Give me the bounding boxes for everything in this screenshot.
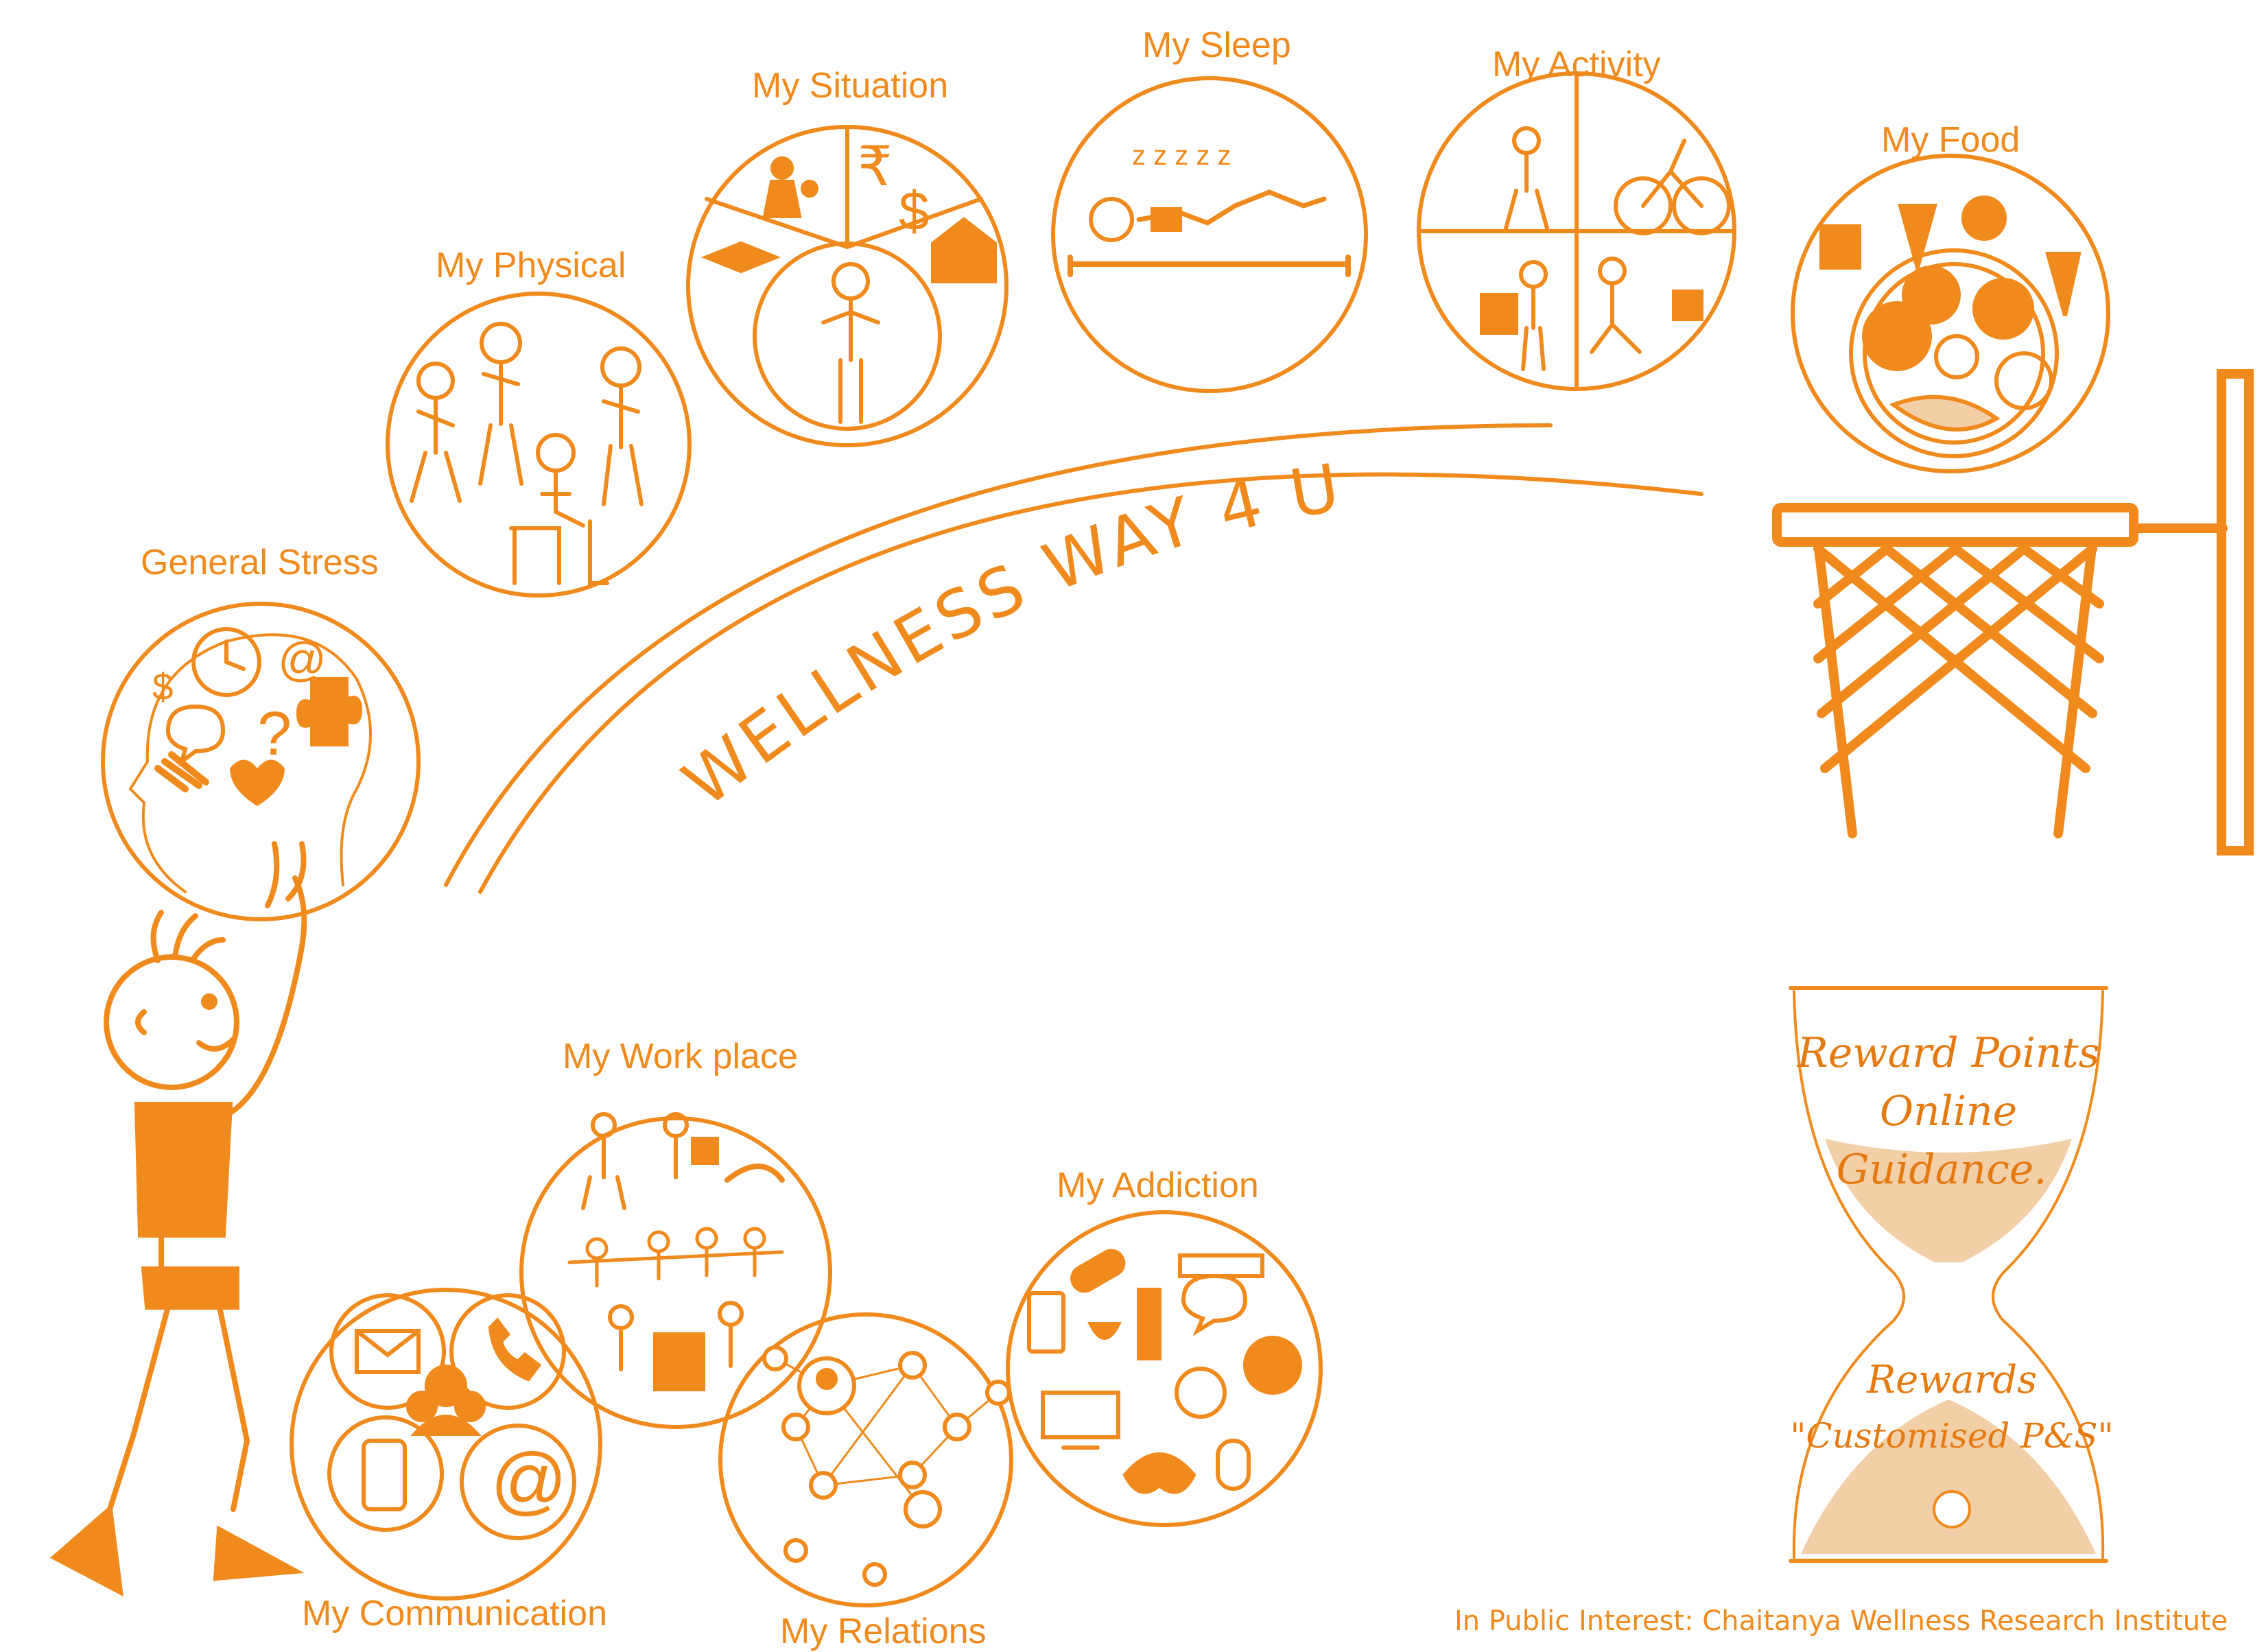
relations-circle (718, 1312, 1013, 1607)
communication-circle: @ (290, 1288, 602, 1601)
workplace-circle (519, 1112, 832, 1429)
label-general-stress: General Stress (141, 543, 379, 582)
label-activity: My Activity (1492, 45, 1661, 84)
online-text: Online (1880, 1087, 2017, 1135)
credit-text: In Public Interest: Chaitanya Wellness R… (1454, 1605, 2228, 1637)
addiction-circle (1006, 1210, 1323, 1527)
title-arc-text: WELLNESS WAY 4 U (669, 449, 1348, 822)
activity-circle (1417, 71, 1736, 391)
label-addiction: My Addiction (1057, 1166, 1259, 1205)
label-physical: My Physical (436, 246, 626, 285)
reward-points-text: Reward Points (1797, 1029, 2100, 1077)
trajectory-arc-inner (478, 472, 1703, 894)
label-sleep: My Sleep (1142, 25, 1291, 65)
rewards-text: Rewards (1866, 1358, 2037, 1402)
situation-circle: ₹ $ (686, 125, 1009, 447)
svg-text:z z z z z: z z z z z (1132, 141, 1231, 171)
trajectory-arc (444, 423, 1553, 887)
sleep-circle: z z z z z (1051, 76, 1368, 393)
stick-figure (49, 841, 307, 1597)
label-situation: My Situation (752, 66, 949, 106)
customised-text: "Customised P&S" (1790, 1416, 2113, 1456)
svg-text:@: @ (491, 1438, 567, 1522)
physical-circle (386, 292, 692, 598)
guidance-text: Guidance. (1837, 1146, 2047, 1194)
svg-text:$: $ (152, 665, 174, 708)
svg-text:₹: ₹ (858, 136, 893, 197)
basketball-hoop (1772, 369, 2254, 856)
label-food: My Food (1881, 120, 2020, 160)
svg-text:?: ? (257, 700, 292, 768)
svg-text:$: $ (899, 180, 930, 241)
food-circle (1791, 154, 2110, 473)
label-communication: My Communication (302, 1594, 608, 1633)
label-relations: My Relations (780, 1612, 987, 1651)
title-text: WELLNESS WAY 4 U (669, 449, 1348, 822)
label-workplace: My Work place (563, 1037, 798, 1076)
general-stress-circle: @ $ ? (101, 602, 421, 921)
hourglass (1789, 986, 2108, 1563)
